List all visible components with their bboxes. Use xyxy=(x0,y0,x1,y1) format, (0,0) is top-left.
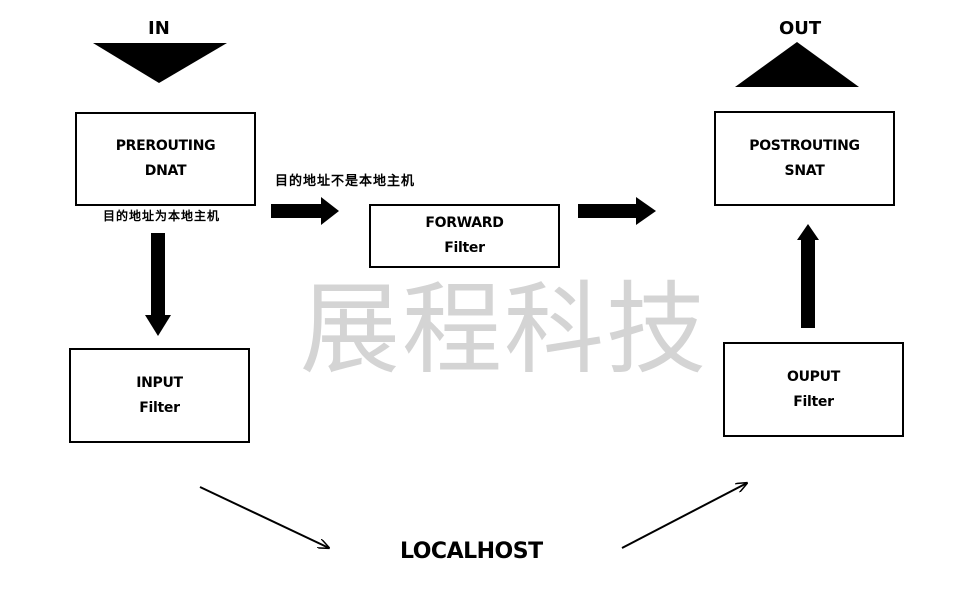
in-label: IN xyxy=(148,18,170,39)
input-title: INPUT xyxy=(136,374,183,391)
prerouting-box: PREROUTING DNAT xyxy=(75,112,256,206)
in-triangle-icon xyxy=(93,43,227,83)
dest-local-label: 目的地址为本地主机 xyxy=(103,209,221,223)
out-label: OUT xyxy=(779,18,822,39)
dest-not-local-label: 目的地址不是本地主机 xyxy=(275,174,416,189)
postrouting-sub: SNAT xyxy=(784,162,825,179)
postrouting-box: POSTROUTING SNAT xyxy=(714,111,895,206)
postrouting-title: POSTROUTING xyxy=(749,137,860,154)
arrow-prerouting-to-input xyxy=(145,233,171,336)
watermark-text: 展程科技 xyxy=(300,271,708,388)
prerouting-title: PREROUTING xyxy=(115,138,216,154)
arrow-forward-to-postrouting xyxy=(578,197,656,225)
output-sub: Filter xyxy=(793,393,834,410)
out-triangle-icon xyxy=(735,42,859,87)
output-box: OUPUT Filter xyxy=(723,342,904,437)
localhost-label: LOCALHOST xyxy=(400,539,543,564)
input-sub: Filter xyxy=(139,399,180,416)
arrow-input-to-localhost xyxy=(199,486,329,548)
arrow-prerouting-to-forward xyxy=(271,197,339,225)
forward-box: FORWARD Filter xyxy=(369,204,560,268)
input-box: INPUT Filter xyxy=(69,348,250,443)
prerouting-sub: DNAT xyxy=(144,163,187,179)
arrow-output-to-postrouting xyxy=(797,224,819,328)
arrow-localhost-to-output xyxy=(621,483,747,549)
output-title: OUPUT xyxy=(787,368,840,385)
forward-title: FORWARD xyxy=(425,215,504,231)
forward-sub: Filter xyxy=(444,240,485,256)
